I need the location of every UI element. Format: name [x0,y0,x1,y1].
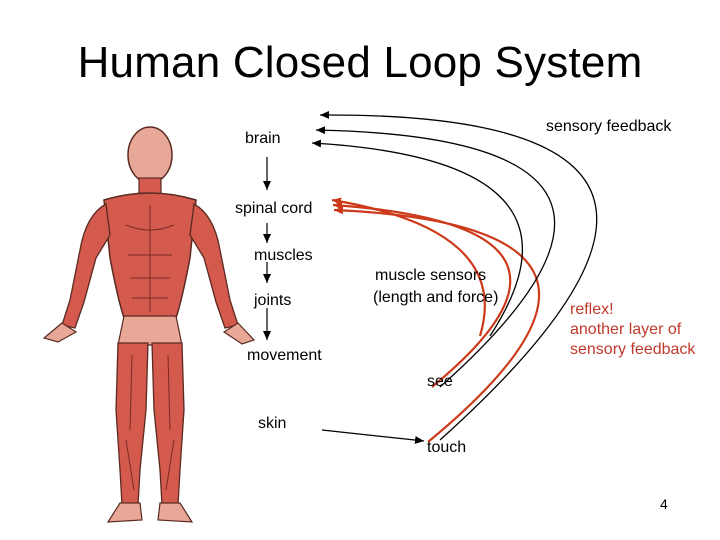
figure-left-hand [42,322,78,343]
figure-left-foot [106,502,143,523]
slide-title: Human Closed Loop System [77,38,643,87]
figure-right-hand [222,322,256,345]
label-reflex-layer: another layer of [570,321,682,338]
reflex-arrows [331,197,541,443]
sensory-feedback-arrows [311,110,598,441]
page-number: 4 [660,496,668,512]
reflex-arrow-see [332,201,512,388]
figure-leg-lines [125,354,175,491]
figure-right-foot [157,502,194,523]
label-reflex-sensory-feedback: sensory feedback [570,341,696,358]
figure-left-arm [61,202,111,329]
label-skin: skin [258,415,287,432]
label-brain: brain [245,130,281,147]
label-movement: movement [247,347,322,364]
chain-arrows [263,157,425,445]
label-sensory-feedback: sensory feedback [546,118,672,135]
arrow-skin-to-touch [321,429,425,445]
figure-head [127,126,173,184]
label-joints: joints [254,292,292,309]
feedback-arrow-touch [319,110,598,441]
label-see: see [427,373,453,390]
figure-pelvis [117,315,183,346]
label-muscle-sensors: muscle sensors [375,267,487,284]
label-touch: touch [427,439,467,456]
label-muscles: muscles [254,247,313,264]
label-muscle-sensors-detail: (length and force) [373,289,499,306]
feedback-arrow-muscle-sensors [311,139,524,337]
label-spinal-cord: spinal cord [235,200,313,217]
label-reflex: reflex! [570,301,614,318]
figure-right-arm [189,202,239,329]
figure-torso-lines [125,205,175,312]
reflex-arrow-touch [333,206,541,443]
feedback-arrow-see [315,126,556,388]
human-body-figure [42,126,256,523]
